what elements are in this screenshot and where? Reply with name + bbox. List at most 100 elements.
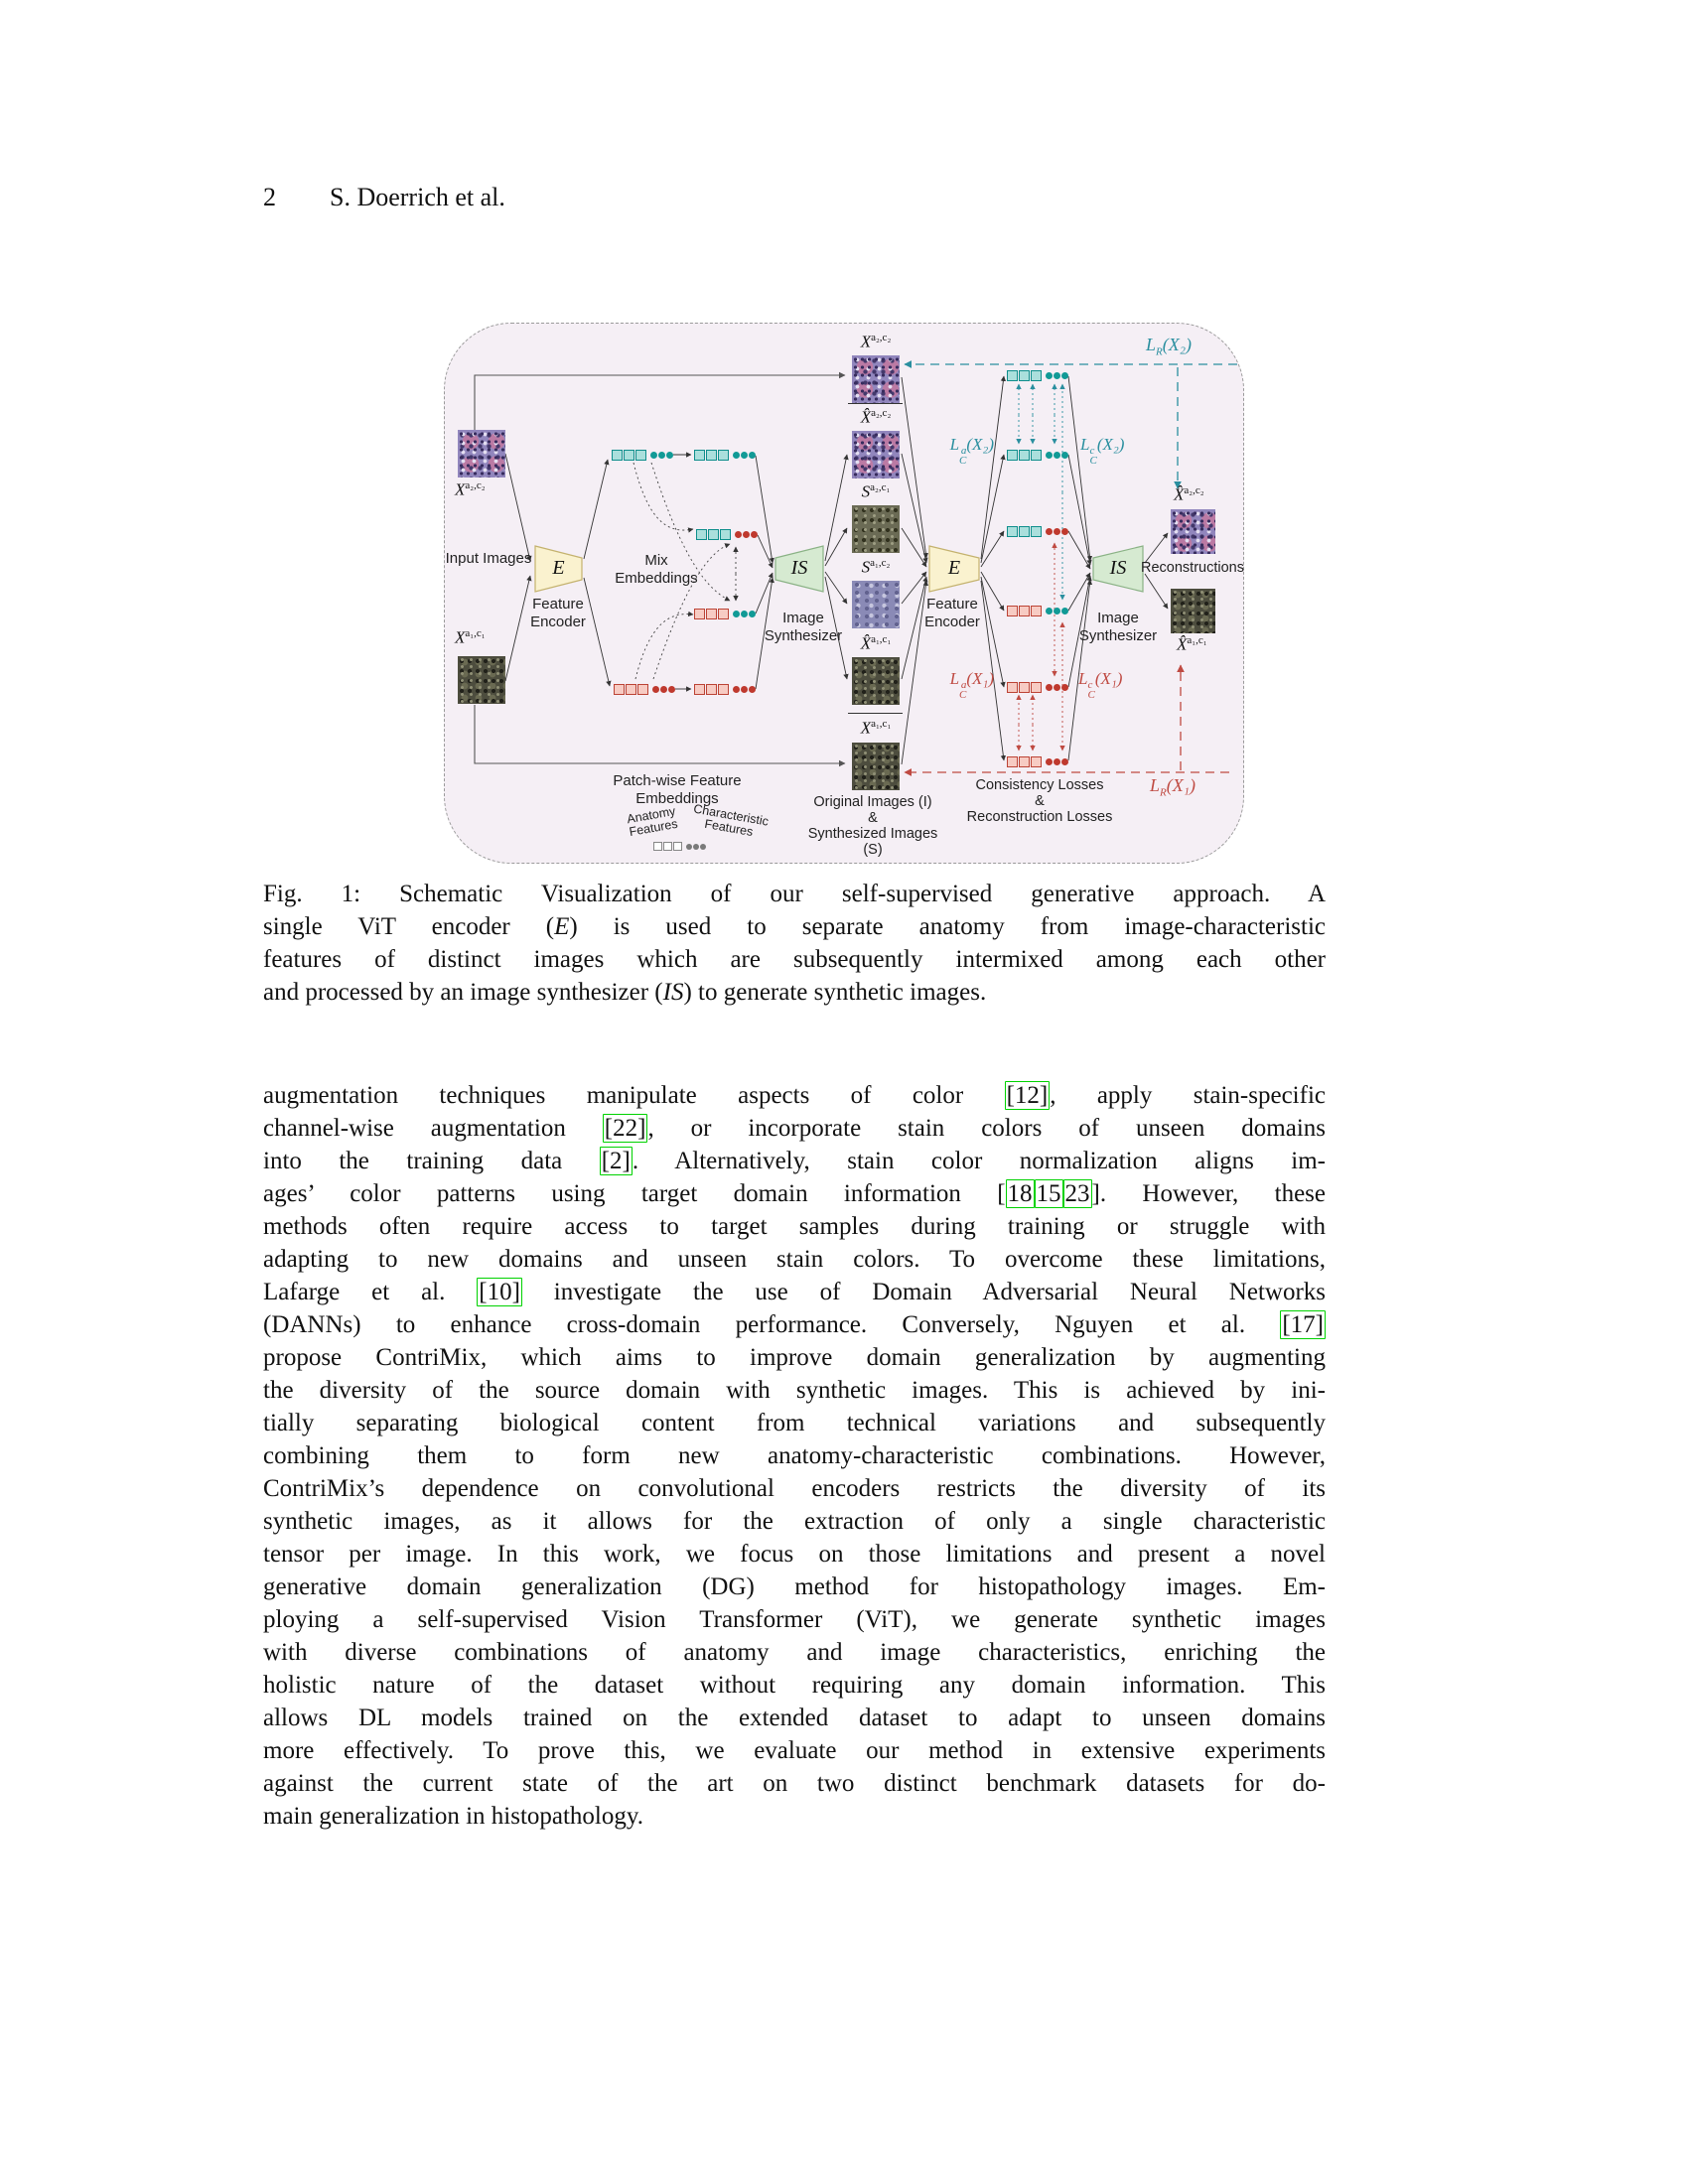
loss-lr-x2: LR(X₂) [1146,335,1192,358]
text-line: ploying a self-supervised Vision Transfo… [263,1606,1326,1633]
citation[interactable]: 15 [1034,1179,1063,1208]
embedding-row-mix-a2c1 [696,528,758,541]
text-line: ContriMix’s dependence on convolutional … [263,1475,1326,1502]
text-line: combining them to form new anatomy-chara… [263,1442,1326,1469]
input-label-x2: Xa₂,c₂ [455,479,486,499]
loss-lr-x1: LR(X₁) [1150,775,1196,799]
originals-line: Original Images (I) [813,794,932,810]
loss-row-1 [1007,369,1068,382]
mid-label-x2: Xa₂,c₂ [860,332,892,351]
citation[interactable]: [10] [477,1278,522,1306]
embedding-row-x2 [612,449,673,462]
losses-label: Consistency Losses & Reconstruction Loss… [961,777,1118,825]
patchwise-label: Patch-wise Feature Embeddings [613,772,742,807]
text-line: features of distinct images which are su… [263,946,1326,973]
text-line: generative domain generalization (DG) me… [263,1573,1326,1600]
amp-line-2: & [1035,793,1045,809]
text-line: and processed by an image synthesizer (I… [263,979,987,1006]
running-head: S. Doerrich et al. [330,183,505,211]
mix-embeddings-label: Mix Embeddings [615,552,698,587]
text-line: adapting to new domains and unseen stain… [263,1246,1326,1273]
text-line: allows DL models trained on the extended… [263,1705,1326,1731]
citation[interactable]: [12] [1004,1081,1051,1110]
text-line: single ViT encoder (E) is used to separa… [263,913,1326,940]
divider-top [848,403,903,404]
embedding-row-x1 [614,683,675,696]
loss-row-5 [1007,681,1068,694]
mid-label-x1hat: X̂a₁,c₁ [860,633,892,653]
text-line: methods often require access to target s… [263,1213,1326,1240]
image-synthesizer-2-shape [1092,545,1144,593]
image-synthesizer-2-label: Image Synthesizer [1078,610,1158,644]
text-line: Lafarge et al. [10] investigate the use … [263,1278,1327,1306]
divider-bottom [848,713,903,714]
mid-label-x2hat: X̂a₂,c₂ [860,407,892,427]
mid-label-s-a1c2: Sa₁,c₂ [861,557,891,577]
text-line: channel-wise augmentation [22], or incor… [263,1114,1326,1143]
mid-image-x1hat [852,657,900,705]
recon-label-x2: X̂a₂,c₂ [1174,484,1204,504]
text-line: ages’ color patterns using target domain… [263,1179,1326,1208]
input-image-x2 [458,430,505,478]
text-line: augmentation techniques manipulate aspec… [263,1081,1326,1110]
embedding-row-x1-copy [694,683,756,696]
embedding-row-mix-a1c2 [694,608,756,620]
feature-encoder-2-shape [928,545,980,593]
amp-line-1: & [868,810,878,826]
loss-row-6 [1007,755,1068,768]
figure-diagram-lines [474,360,1237,776]
synthesizer-2-letters: IS [1109,557,1127,579]
text-line: into the training data [2]. Alternativel… [263,1147,1326,1175]
encoder-2-letter: E [947,557,961,579]
recon-image-x2 [1171,509,1215,554]
figure-caption: Fig. 1: Schematic Visualization of our s… [263,878,1326,1009]
mid-label-x1: Xa₁,c₁ [860,718,892,738]
page-number: 2 [263,183,276,211]
text-line: propose ContriMix, which aims to improve… [263,1344,1326,1371]
mid-image-x1 [852,743,900,790]
reconstructions-label: Reconstructions [1141,560,1244,576]
text-line: tensor per image. In this work, we focus… [263,1541,1326,1568]
text-line: the diversity of the source domain with … [263,1377,1326,1404]
loss-row-2 [1007,449,1068,462]
image-synthesizer-1-label: Image Synthesizer [764,610,843,644]
synthesized-line: Synthesized Images (S) [807,826,938,858]
token-legend [653,840,706,853]
text-line: Fig. 1: Schematic Visualization of our s… [263,881,1326,907]
feature-encoder-2-label: Feature Encoder [924,596,980,630]
text-line: with diverse combinations of anatomy and… [263,1639,1326,1666]
mid-image-s-a2c1 [852,505,900,553]
citation[interactable]: 23 [1062,1179,1092,1208]
recon-image-x1 [1171,589,1215,633]
text-line: tially separating biological content fro… [263,1410,1326,1436]
mid-image-s-a1c2 [852,581,900,628]
input-image-x1 [458,656,505,704]
recon-label-x1: X̂a₁,c₁ [1177,634,1207,654]
citation[interactable]: [2] [599,1147,633,1175]
text-line: more effectively. To prove this, we eval… [263,1737,1326,1764]
text-line: against the current state of the art on … [263,1770,1326,1797]
consistency-line: Consistency Losses [975,777,1104,793]
mid-image-x2 [852,355,900,403]
encoder-1-letter: E [552,557,565,579]
loss-row-4 [1007,605,1068,617]
reconstruction-losses-line: Reconstruction Losses [966,809,1113,825]
synthesizer-1-letters: IS [790,557,808,579]
text-line: main generalization in histopathology. [263,1803,644,1830]
citation[interactable]: [22] [602,1114,648,1143]
mid-label-s-a2c1: Sa₂,c₁ [861,481,891,501]
feature-encoder-1-label: Feature Encoder [530,596,586,630]
text-line: synthetic images, as it allows for the e… [263,1508,1326,1535]
text-line: holistic nature of the dataset without r… [263,1672,1326,1699]
citation[interactable]: 18 [1005,1179,1035,1208]
embedding-row-x2-copy [694,449,756,462]
body-paragraph: augmentation techniques manipulate aspec… [263,1079,1326,1833]
citation[interactable]: [17] [1280,1310,1326,1339]
originals-synthesized-label: Original Images (I) & Synthesized Images… [798,794,947,858]
input-label-x1: Xa₁,c₁ [455,627,486,647]
figure-1: Xa₂,c₂ Xa₁,c₁ Input Images Feature Encod… [444,323,1244,864]
